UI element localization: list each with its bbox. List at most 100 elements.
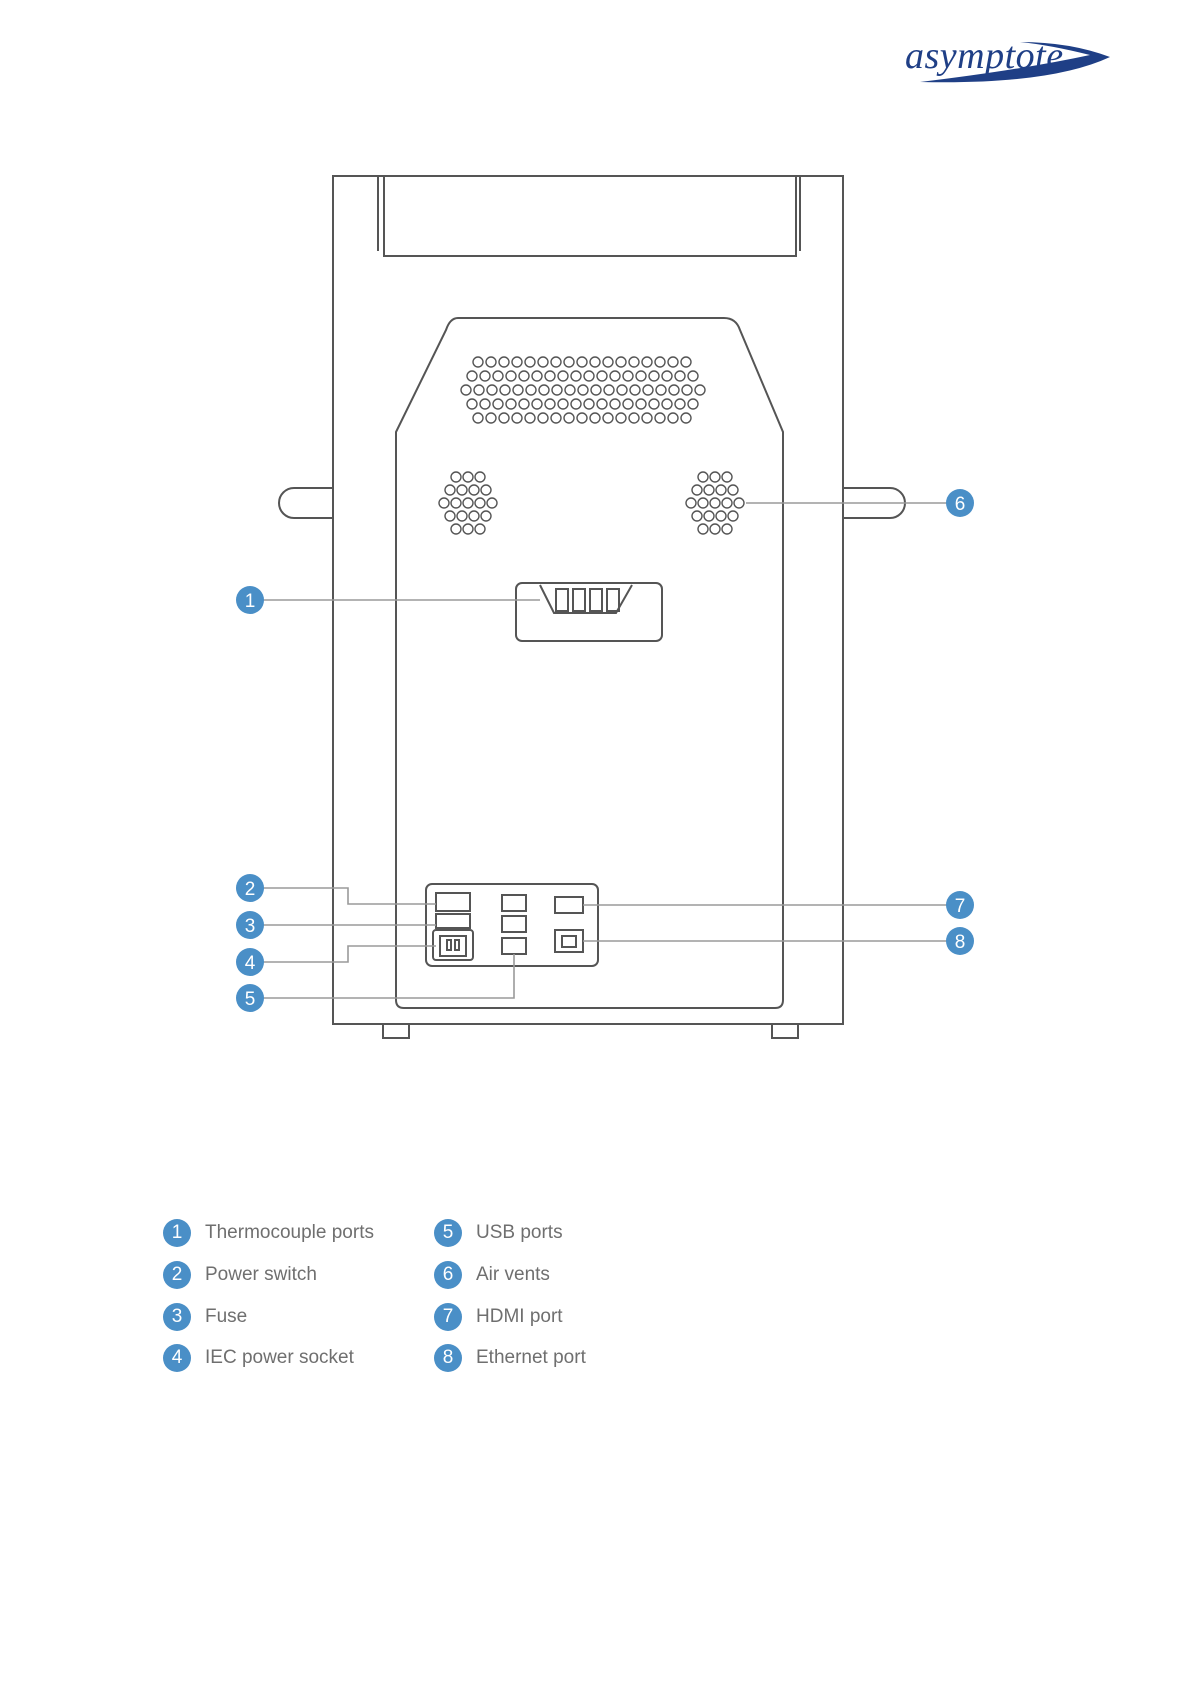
hdmi-port bbox=[555, 897, 583, 913]
vent-hole bbox=[519, 371, 529, 381]
vent-hole bbox=[728, 511, 738, 521]
vent-hole bbox=[473, 413, 483, 423]
callout-4: 4 bbox=[236, 948, 264, 976]
legend-label: IEC power socket bbox=[205, 1347, 354, 1369]
callout-3: 3 bbox=[236, 911, 264, 939]
callout-badge: 8 bbox=[434, 1344, 462, 1372]
callout-badge: 4 bbox=[163, 1344, 191, 1372]
vent-hole bbox=[532, 399, 542, 409]
legend-item: 3 Fuse bbox=[163, 1301, 247, 1333]
svg-text:2: 2 bbox=[245, 879, 256, 900]
vent-hole bbox=[617, 385, 627, 395]
svg-text:7: 7 bbox=[955, 896, 966, 917]
vent-hole bbox=[475, 472, 485, 482]
usb-port bbox=[502, 916, 526, 932]
vent-hole bbox=[597, 371, 607, 381]
legend-label: Fuse bbox=[205, 1306, 247, 1328]
vent-hole bbox=[630, 385, 640, 395]
vent-hole bbox=[525, 357, 535, 367]
legend-item: 6 Air vents bbox=[434, 1259, 550, 1291]
vent-hole bbox=[734, 498, 744, 508]
usb-port bbox=[502, 938, 526, 954]
vent-hole bbox=[457, 485, 467, 495]
legend-label: HDMI port bbox=[476, 1306, 563, 1328]
svg-text:4: 4 bbox=[245, 953, 256, 974]
vent-hole bbox=[445, 485, 455, 495]
vent-hole bbox=[695, 385, 705, 395]
left-foot bbox=[383, 1024, 409, 1038]
vent-hole bbox=[551, 357, 561, 367]
vent-hole bbox=[506, 399, 516, 409]
legend-label: Ethernet port bbox=[476, 1347, 586, 1369]
vent-hole bbox=[610, 371, 620, 381]
vent-hole bbox=[571, 371, 581, 381]
vent-hole bbox=[439, 498, 449, 508]
vent-hole bbox=[486, 413, 496, 423]
vent-hole bbox=[692, 485, 702, 495]
vent-hole bbox=[565, 385, 575, 395]
vent-hole bbox=[636, 371, 646, 381]
vent-hole bbox=[467, 371, 477, 381]
vent-hole bbox=[584, 399, 594, 409]
vent-hole bbox=[698, 472, 708, 482]
top-panel bbox=[384, 176, 796, 256]
power-switch bbox=[436, 893, 470, 911]
vent-hole bbox=[487, 498, 497, 508]
legend-label: Power switch bbox=[205, 1264, 317, 1286]
legend-item: 1 Thermocouple ports bbox=[163, 1217, 374, 1249]
svg-text:6: 6 bbox=[955, 494, 966, 515]
vent-hole bbox=[578, 385, 588, 395]
vent-hole bbox=[499, 413, 509, 423]
vent-hole bbox=[681, 413, 691, 423]
legend-label: Air vents bbox=[476, 1264, 550, 1286]
legend-label: Thermocouple ports bbox=[205, 1222, 374, 1244]
vent-hole bbox=[662, 399, 672, 409]
vent-hole bbox=[603, 413, 613, 423]
vent-hole bbox=[558, 371, 568, 381]
vent-hole bbox=[513, 385, 523, 395]
ethernet-port bbox=[555, 930, 583, 952]
vent-hole bbox=[656, 385, 666, 395]
vent-hole bbox=[473, 357, 483, 367]
vent-hole bbox=[610, 399, 620, 409]
svg-text:8: 8 bbox=[955, 932, 966, 953]
vent-hole bbox=[692, 511, 702, 521]
vent-hole bbox=[662, 371, 672, 381]
fuse bbox=[436, 914, 470, 928]
legend-label: USB ports bbox=[476, 1222, 563, 1244]
callout-8: 8 bbox=[946, 927, 974, 955]
vent-hole bbox=[461, 385, 471, 395]
vent-hole bbox=[649, 371, 659, 381]
vent-hole bbox=[710, 472, 720, 482]
callout-7: 7 bbox=[946, 891, 974, 919]
vent-hole bbox=[480, 371, 490, 381]
vent-hole bbox=[636, 399, 646, 409]
callout-badge: 3 bbox=[163, 1303, 191, 1331]
svg-text:5: 5 bbox=[245, 989, 256, 1010]
vent-hole bbox=[668, 357, 678, 367]
vent-hole bbox=[642, 413, 652, 423]
vent-hole bbox=[539, 385, 549, 395]
vent-hole bbox=[629, 357, 639, 367]
vent-hole bbox=[551, 413, 561, 423]
vent-hole bbox=[545, 371, 555, 381]
vent-hole bbox=[716, 485, 726, 495]
vent-hole bbox=[552, 385, 562, 395]
vent-hole bbox=[643, 385, 653, 395]
vent-hole bbox=[603, 357, 613, 367]
vent-hole bbox=[675, 399, 685, 409]
vent-hole bbox=[591, 385, 601, 395]
vent-hole bbox=[668, 413, 678, 423]
vent-hole bbox=[571, 399, 581, 409]
legend-item: 2 Power switch bbox=[163, 1259, 317, 1291]
vent-hole bbox=[493, 399, 503, 409]
vent-hole bbox=[604, 385, 614, 395]
vent-hole bbox=[500, 385, 510, 395]
vent-hole bbox=[558, 399, 568, 409]
vent-hole bbox=[669, 385, 679, 395]
vent-hole bbox=[512, 357, 522, 367]
vent-hole bbox=[481, 485, 491, 495]
vent-hole bbox=[512, 413, 522, 423]
vent-hole bbox=[616, 413, 626, 423]
